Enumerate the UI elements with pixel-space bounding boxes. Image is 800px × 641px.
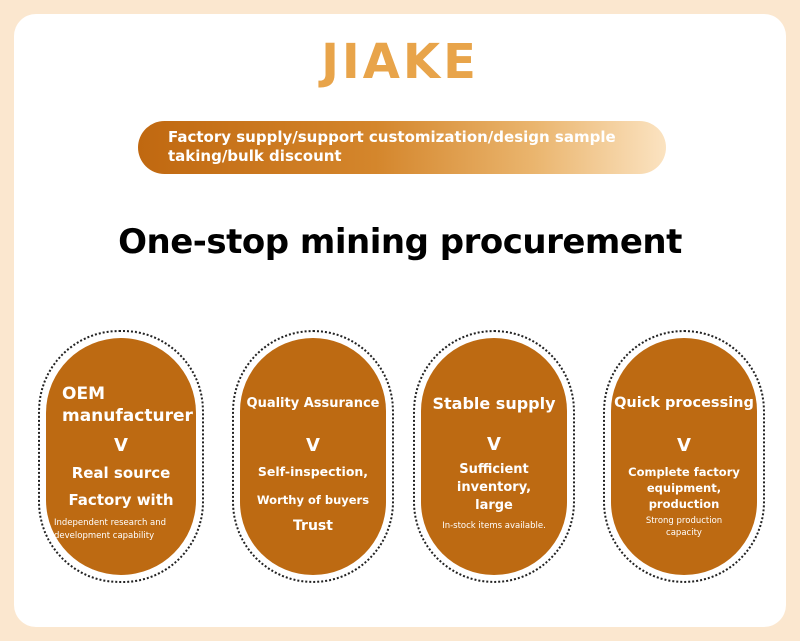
brand-logo: JIAKE (321, 34, 479, 90)
pill-small-1: In-stock items available. (442, 521, 546, 531)
pill-title: Stable supply (432, 394, 556, 413)
feature-pill-oem: OEM manufacturer V Real source Factory w… (38, 330, 204, 583)
chevron-down-icon: V (677, 435, 691, 456)
pill-small-2: capacity (666, 528, 702, 538)
pill-small-1: Independent research and (54, 518, 167, 528)
chevron-down-icon: V (306, 435, 320, 456)
pill-line-3: large (475, 498, 513, 513)
feature-pill-quality: Quality Assurance V Self-inspection, Wor… (232, 330, 394, 583)
pill-line-1: Self-inspection, (257, 464, 369, 479)
pill-title: Quick processing (614, 395, 754, 411)
pill-title-line-2: manufacturer (62, 406, 193, 426)
pill-line-2: equipment, (646, 481, 722, 495)
pill-title: Quality Assurance (246, 396, 380, 411)
page-headline: One-stop mining procurement (118, 222, 682, 262)
pill-line-3: production (648, 497, 720, 511)
pill-small-1: Strong production (645, 516, 723, 526)
pill-line-1: Real source (71, 464, 171, 482)
pill-line-2: inventory, (456, 480, 532, 495)
pill-line-1: Complete factory (628, 465, 740, 479)
promo-banner: Factory supply/support customization/des… (138, 121, 666, 174)
pill-line-2: Worthy of buyers (256, 493, 370, 507)
chevron-down-icon: V (114, 435, 128, 456)
feature-pill-processing: Quick processing V Complete factory equi… (603, 330, 765, 583)
pill-small-2: development capability (54, 531, 155, 541)
feature-pill-supply: Stable supply V Sufficient inventory, la… (413, 330, 575, 583)
pill-line-3: Trust (293, 518, 333, 534)
pill-line-1: Sufficient (459, 462, 529, 477)
pill-line-2: Factory with (68, 491, 174, 509)
banner-line-2: taking/bulk discount (168, 147, 342, 165)
pill-title-line-1: OEM (62, 384, 105, 404)
chevron-down-icon: V (487, 434, 501, 455)
banner-line-1: Factory supply/support customization/des… (168, 128, 616, 146)
